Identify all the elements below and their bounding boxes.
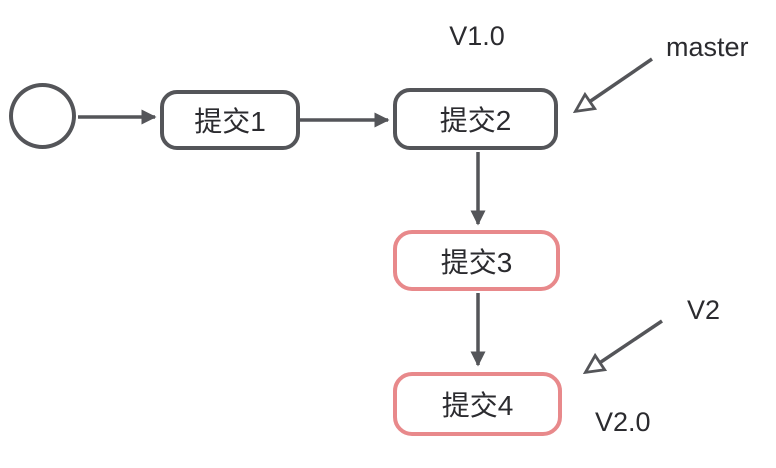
tag-v1.0-label: V1.0 (449, 21, 505, 51)
branch-master-label: master (666, 32, 749, 62)
node-commit1-label: 提交1 (194, 106, 266, 137)
node-commit2: 提交2 (393, 88, 558, 150)
branch-v2-label: V2 (687, 295, 721, 325)
arrow-v2-to-commit4 (586, 319, 663, 372)
node-commit2-label: 提交2 (439, 105, 512, 136)
node-commit4-label: 提交4 (441, 390, 514, 421)
node-commit3: 提交3 (393, 230, 560, 291)
node-commit1: 提交1 (160, 90, 300, 150)
node-commit4: 提交4 (393, 372, 562, 436)
tag-v2.0-label: V2.0 (595, 407, 651, 437)
node-commit3-label: 提交3 (440, 246, 513, 278)
arrow-master-to-commit2 (576, 57, 653, 111)
node-initial-commit (9, 83, 76, 149)
